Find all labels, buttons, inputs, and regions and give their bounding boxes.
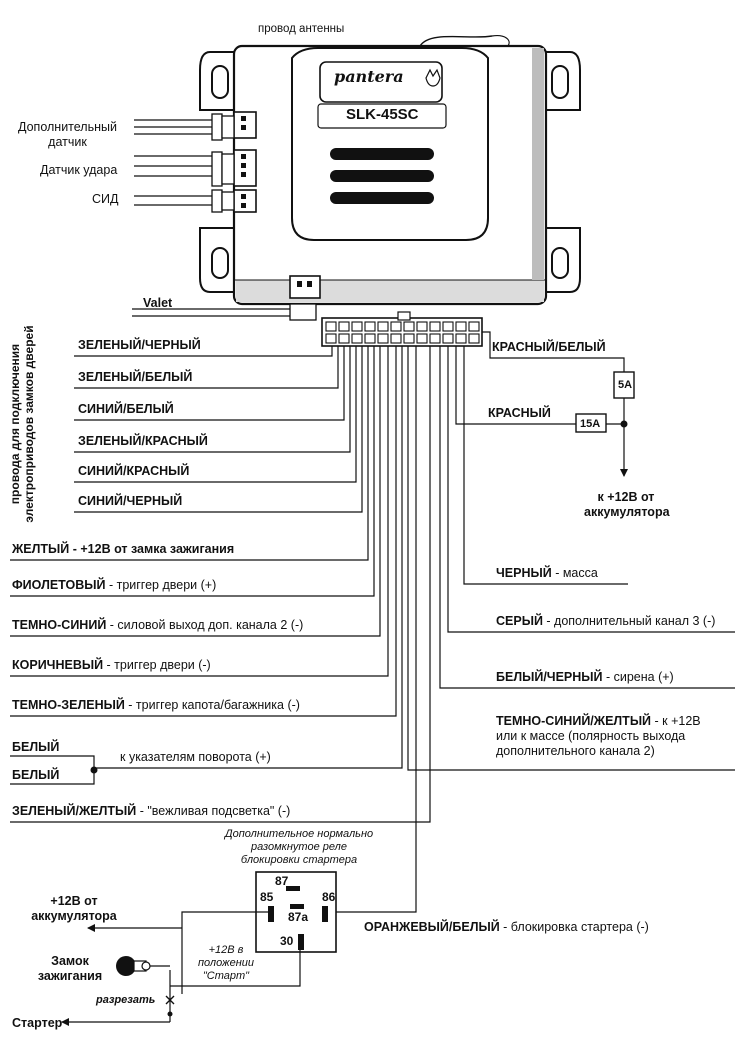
relay-pin-30: 30	[280, 934, 294, 948]
relay-pin-85: 85	[260, 890, 274, 904]
antenna-label: провод антенны	[258, 23, 345, 35]
wire-green-red-label: ЗЕЛЕНЫЙ/КРАСНЫЙ	[78, 434, 208, 448]
sensor-plugs	[211, 113, 235, 213]
right-wires	[439, 331, 735, 689]
wire-blue-red-label: СИНИЙ/КРАСНЫЙ	[78, 464, 190, 478]
cut-label: разрезать	[96, 994, 156, 1006]
wire-brown-label: КОРИЧНЕВЫЙ - триггер двери (-)	[12, 658, 211, 672]
wire-dark-blue-label: ТЕМНО-СИНИЙ - силовой выход доп. канала …	[12, 618, 304, 632]
extra-sensor-label: Дополнительный датчик	[18, 120, 117, 149]
battery-label: к +12В от аккумулятора	[584, 490, 670, 519]
led-label: СИД	[92, 192, 119, 206]
wire-violet-label: ФИОЛЕТОВЫЙ - триггер двери (+)	[12, 578, 217, 592]
fuse-5a	[613, 371, 635, 399]
start-position-note: +12В в положении "Старт"	[198, 944, 254, 982]
relay-battery-label: +12В от аккумулятора	[31, 894, 117, 923]
wire-green-yellow-label: ЗЕЛЕНЫЙ/ЖЕЛТЫЙ - "вежливая подсветка" (-…	[12, 804, 291, 818]
ignition-lock-label: Замок зажигания	[37, 954, 103, 983]
wire-blue-white-label: СИНИЙ/БЕЛЫЙ	[78, 402, 174, 416]
wire-black-label: ЧЕРНЫЙ - масса	[496, 566, 598, 580]
fuse-15a	[575, 413, 607, 433]
wire-green-white-label: ЗЕЛЕНЫЙ/БЕЛЫЙ	[78, 370, 193, 384]
wire-red-white-label: КРАСНЫЙ/БЕЛЫЙ	[492, 340, 606, 354]
wire-grey-label: СЕРЫЙ - дополнительный канал 3 (-)	[496, 614, 716, 628]
wire-blue-black-label: СИНИЙ/ЧЕРНЫЙ	[78, 494, 183, 508]
wire-white-2-label: БЕЛЫЙ	[12, 768, 60, 782]
shock-sensor-label: Датчик удара	[40, 163, 118, 177]
vent-slot	[330, 192, 434, 204]
model-label: SLK-45SC	[346, 106, 419, 123]
wire-orange-white-label: ОРАНЖЕВЫЙ/БЕЛЫЙ - блокировка стартера (-…	[364, 920, 649, 934]
relay-pin-87: 87	[275, 874, 289, 888]
control-unit	[199, 44, 581, 306]
fuse-15a-label: 15A	[580, 418, 601, 430]
relay-pin-87a: 87a	[288, 910, 309, 924]
wire-dark-green-label: ТЕМНО-ЗЕЛЕНЫЙ - триггер капота/багажника…	[12, 698, 300, 712]
door-locks-caption: провода для подключения электроприводов …	[8, 325, 36, 523]
brand-logo: pantera	[334, 67, 404, 86]
wire-yellow-label: ЖЕЛТЫЙ - +12В от замка зажигания	[12, 542, 235, 556]
wire-white-1-label: БЕЛЫЙ	[12, 740, 60, 754]
cat-logo-icon	[425, 68, 441, 87]
harness-connector	[321, 311, 483, 347]
left-wires	[10, 346, 735, 913]
relay-pin-86: 86	[322, 890, 336, 904]
turn-signals-label: к указателям поворота (+)	[120, 750, 271, 764]
vent-slot	[330, 170, 434, 182]
wire-green-black-label: ЗЕЛЕНЫЙ/ЧЕРНЫЙ	[78, 338, 201, 352]
wire-dark-blue-yellow-label: ТЕМНО-СИНИЙ/ЖЕЛТЫЙ - к +12В или к массе …	[496, 714, 701, 758]
wire-white-black-label: БЕЛЫЙ/ЧЕРНЫЙ - сирена (+)	[496, 670, 674, 684]
ignition-key-icon	[116, 956, 151, 976]
relay-caption: Дополнительное нормально разомкнутое рел…	[224, 828, 374, 866]
fuse-5a-label: 5A	[618, 379, 633, 391]
cut-mark-icon	[165, 995, 175, 1005]
vent-slot	[330, 148, 434, 160]
valet-label: Valet	[143, 296, 173, 310]
wire-red-label: КРАСНЫЙ	[488, 406, 551, 420]
starter-label: Стартер	[12, 1016, 63, 1030]
